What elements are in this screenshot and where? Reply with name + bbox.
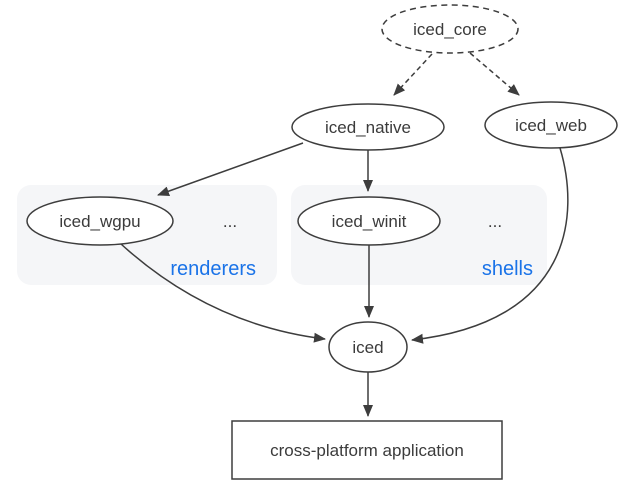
node-iced: iced — [328, 321, 408, 373]
iced_core-label: iced_core — [413, 20, 487, 39]
iced_wgpu-ellipse — [26, 196, 174, 246]
iced_core-ellipse — [381, 4, 519, 54]
iced-label: iced — [352, 338, 383, 357]
node-iced_web: iced_web — [484, 101, 618, 149]
iced_web-ellipse — [484, 101, 618, 149]
shells-ellipsis: ... — [488, 212, 502, 231]
iced_native-ellipse — [291, 103, 445, 151]
shells-group-label: shells — [482, 258, 533, 280]
app-rectangle — [231, 420, 503, 480]
node-cross-platform-application: cross-platform application — [231, 420, 503, 480]
iced-ellipse — [328, 321, 408, 373]
iced_wgpu-label: iced_wgpu — [59, 212, 140, 231]
renderers-group-label: renderers — [170, 258, 256, 280]
node-iced_wgpu: iced_wgpu — [26, 196, 174, 246]
edge-iced_core-to-iced_web — [469, 52, 520, 96]
node-iced_winit: iced_winit — [297, 196, 441, 246]
iced_web-label: iced_web — [515, 116, 587, 135]
edge-iced_core-to-iced_native — [393, 53, 433, 96]
renderers-ellipsis: ... — [223, 212, 237, 231]
app-label: cross-platform application — [270, 441, 464, 460]
edge-iced_wgpu-to-iced — [120, 243, 326, 343]
iced_winit-ellipse — [297, 196, 441, 246]
edge-iced_web-to-iced — [411, 147, 569, 344]
edge-iced_native-to-iced_wgpu — [157, 142, 304, 196]
iced_native-label: iced_native — [325, 118, 411, 137]
iced_winit-label: iced_winit — [332, 212, 407, 231]
node-iced_core: iced_core — [381, 4, 519, 54]
node-iced_native: iced_native — [291, 103, 445, 151]
